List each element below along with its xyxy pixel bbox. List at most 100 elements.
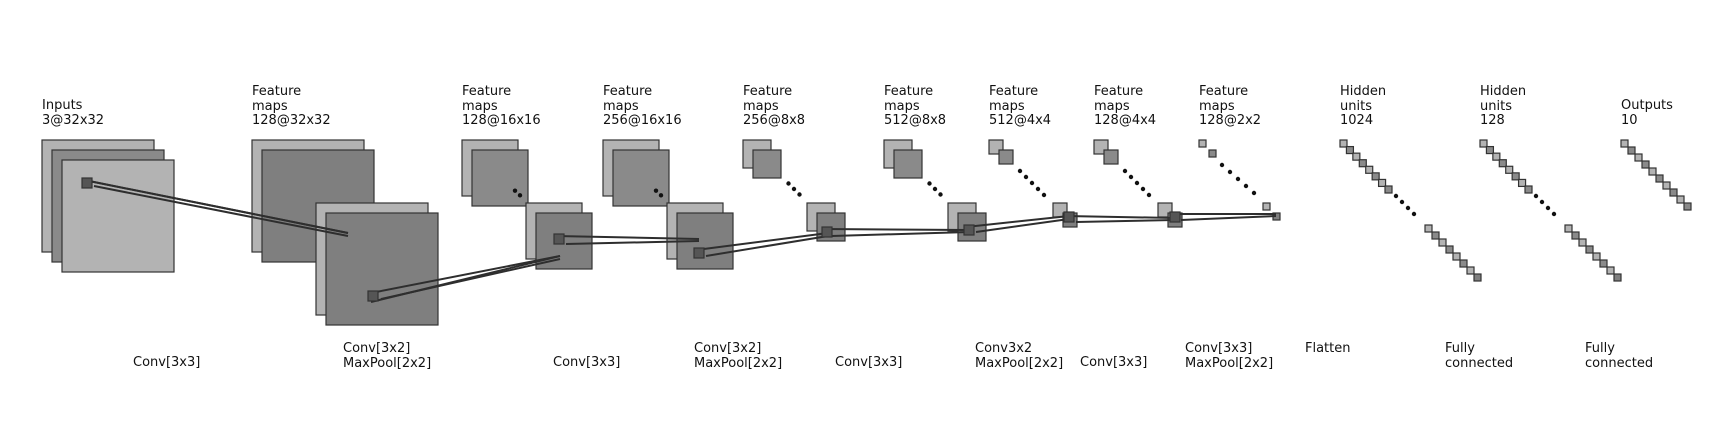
ellipsis-dot <box>1411 211 1417 217</box>
hidden-unit <box>1377 178 1387 188</box>
hidden-unit <box>1571 231 1580 240</box>
feature-map <box>1262 202 1271 211</box>
hidden-unit <box>1599 259 1608 268</box>
ellipsis-dot <box>1235 176 1241 182</box>
ellipsis-dot <box>1128 174 1134 180</box>
hidden-unit <box>1578 238 1587 247</box>
hidden-unit <box>1445 245 1454 254</box>
kernel-projection-line <box>821 228 970 231</box>
ellipsis-dot <box>1533 193 1539 199</box>
kernel-projection-line <box>83 179 349 234</box>
ellipsis-dot <box>1539 199 1545 205</box>
hidden-unit <box>1524 185 1533 194</box>
ellipsis-dot <box>1134 180 1140 186</box>
hidden-unit <box>1498 159 1507 168</box>
ellipsis-dot <box>927 181 932 186</box>
ellipsis-dot <box>1017 168 1023 174</box>
ellipsis-dot <box>658 193 664 198</box>
op-label-conv-pool-1: Conv[3x2]MaxPool[2x2] <box>343 341 432 371</box>
kernel-projection-line <box>831 231 970 237</box>
feature-map <box>471 149 529 207</box>
output-unit <box>1683 202 1692 211</box>
ellipsis-dot <box>1219 162 1225 168</box>
hidden-unit <box>1431 231 1440 240</box>
hidden-unit <box>1452 252 1461 261</box>
hidden-unit <box>1585 245 1594 254</box>
output-unit <box>1634 153 1643 162</box>
op-label-conv-pool-2: Conv[3x2]MaxPool[2x2] <box>694 341 783 371</box>
hidden-unit <box>1606 266 1615 275</box>
feature-map <box>893 149 923 179</box>
op-label-conv-pool-4: Conv[3x3]MaxPool[2x2] <box>1185 341 1274 371</box>
feature-map <box>612 149 670 207</box>
ellipsis-dot <box>1545 205 1551 211</box>
kernel-box <box>693 247 705 259</box>
op-label-conv-4: Conv[3x3] <box>1080 355 1148 370</box>
ellipsis-dot <box>786 181 791 186</box>
feature-map <box>1208 149 1217 158</box>
ellipsis-dot <box>1035 186 1041 192</box>
hidden-unit <box>1424 224 1433 233</box>
kernel-box <box>367 290 379 302</box>
output-unit <box>1662 181 1671 190</box>
ellipsis-dot <box>932 186 938 192</box>
op-label-conv-3: Conv[3x3] <box>835 355 903 370</box>
kernel-projection-line <box>705 235 829 257</box>
kernel-box <box>821 226 833 238</box>
kernel-projection-line <box>370 255 561 294</box>
hidden-unit <box>1564 224 1573 233</box>
ellipsis-dot <box>1041 192 1047 198</box>
kernel-projection-line <box>975 218 1070 233</box>
ellipsis-dot <box>1243 183 1249 189</box>
hidden-unit <box>1613 273 1622 282</box>
ellipsis-dot <box>797 192 802 197</box>
hidden-unit <box>1384 185 1393 194</box>
input-map <box>61 159 175 273</box>
ellipsis-dot <box>938 192 943 197</box>
ellipsis-dot <box>1399 199 1405 205</box>
hidden-unit <box>1459 259 1468 268</box>
kernel-box <box>1169 211 1181 223</box>
ellipsis-dot <box>1393 193 1399 199</box>
hidden-unit <box>1511 172 1520 181</box>
ellipsis-dot <box>653 188 659 193</box>
op-label-conv-2: Conv[3x3] <box>553 355 621 370</box>
ellipsis-dot <box>791 186 797 192</box>
feature-map <box>1103 149 1119 165</box>
output-unit <box>1676 195 1685 204</box>
ellipsis-dot <box>1029 180 1035 186</box>
hidden-unit <box>1371 172 1380 181</box>
ellipsis-dot <box>1122 168 1128 174</box>
ellipsis-dot <box>517 193 523 198</box>
kernel-box <box>963 224 975 236</box>
feature-map <box>325 212 439 326</box>
feature-map <box>752 149 782 179</box>
hidden-unit <box>1492 152 1501 161</box>
kernel-box <box>1063 211 1075 223</box>
hidden-unit <box>1479 139 1488 148</box>
output-unit <box>1648 167 1657 176</box>
kernel-projection-line <box>93 185 349 237</box>
ellipsis-dot <box>512 188 518 193</box>
hidden-unit <box>1365 165 1374 174</box>
output-unit <box>1627 146 1636 155</box>
hidden-unit <box>1438 238 1447 247</box>
hidden-unit <box>1352 152 1361 161</box>
kernel-projection-line <box>555 235 700 240</box>
ellipsis-dot <box>1140 186 1146 192</box>
hidden-unit <box>1466 266 1475 275</box>
ellipsis-dot <box>1551 211 1557 217</box>
op-label-flatten: Flatten <box>1305 341 1351 356</box>
kernel-projection-line <box>1075 219 1175 223</box>
